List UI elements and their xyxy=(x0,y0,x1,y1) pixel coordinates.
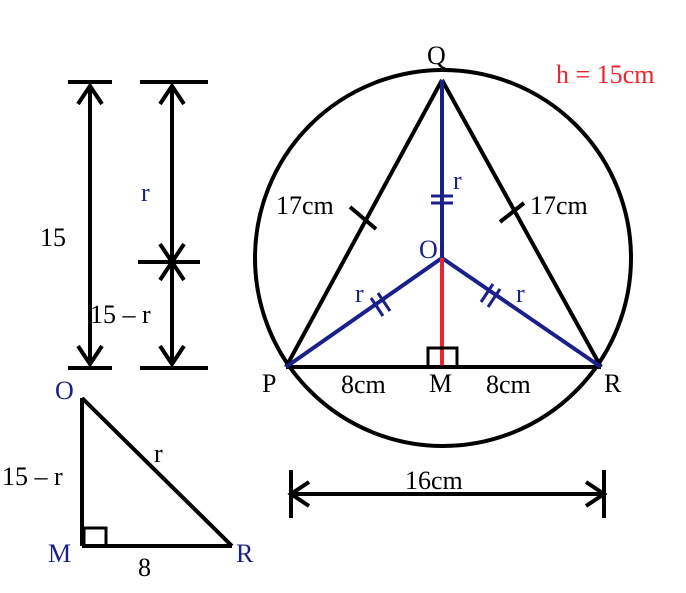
lower-segment-label: 15 – r xyxy=(90,300,151,329)
vertex-o-label: O xyxy=(55,376,74,405)
split-arrowhead-mid-down xyxy=(158,258,186,282)
vertex-m-label: M xyxy=(48,539,71,568)
radius-op xyxy=(284,256,444,369)
tick-mark-qr xyxy=(498,201,526,224)
circumcircle-diagram: h = 15cm Q P R O M 17cm 17cm 8cm 8cm 16c… xyxy=(253,41,654,518)
total-height-arrowhead-bottom xyxy=(76,344,104,368)
split-arrowhead-bottom xyxy=(158,344,186,368)
tick-mark-pq xyxy=(348,205,378,231)
right-angle-marker xyxy=(82,526,108,548)
height-note: h = 15cm xyxy=(556,60,654,89)
vertex-q-label: Q xyxy=(427,41,446,70)
hypotenuse-or xyxy=(80,396,234,548)
half-base-right-label: 8cm xyxy=(486,370,531,399)
radius-or-label: r xyxy=(516,279,525,308)
leg-om-label: 15 – r xyxy=(2,462,63,491)
side-pq-label: 17cm xyxy=(276,191,334,220)
leg-mr-label: 8 xyxy=(138,553,151,582)
foot-m-label: M xyxy=(429,369,452,398)
radius-oq-label: r xyxy=(453,166,462,195)
right-triangle-omr: O M R 15 – r r 8 xyxy=(2,376,254,582)
double-tick-op-1 xyxy=(369,297,385,317)
double-tick-or-2 xyxy=(486,288,502,308)
radius-op-label: r xyxy=(355,279,364,308)
right-angle-marker-m xyxy=(426,346,459,369)
double-tick-or-1 xyxy=(479,283,495,303)
vertex-r-label: R xyxy=(236,539,254,568)
split-arrowhead-top xyxy=(158,82,186,106)
side-qr-label: 17cm xyxy=(530,191,588,220)
height-split-diagram: 15 r 15 – r xyxy=(40,80,208,370)
base-label: 16cm xyxy=(405,466,463,495)
total-height-label: 15 xyxy=(40,223,66,252)
vertex-r-label: R xyxy=(604,369,622,398)
half-base-left-label: 8cm xyxy=(341,370,386,399)
side-pq xyxy=(284,79,444,368)
total-height-arrowhead-top xyxy=(76,82,104,106)
side-qr xyxy=(440,79,603,368)
base-arrowhead-left xyxy=(287,480,311,508)
hypotenuse-label: r xyxy=(154,439,163,468)
vertex-p-label: P xyxy=(262,369,276,398)
upper-segment-label: r xyxy=(141,178,150,207)
base-arrowhead-right xyxy=(584,480,608,508)
double-tick-op-2 xyxy=(376,292,392,312)
radius-or xyxy=(440,256,603,369)
center-o-label: O xyxy=(419,235,438,264)
circumcircle xyxy=(253,68,633,448)
